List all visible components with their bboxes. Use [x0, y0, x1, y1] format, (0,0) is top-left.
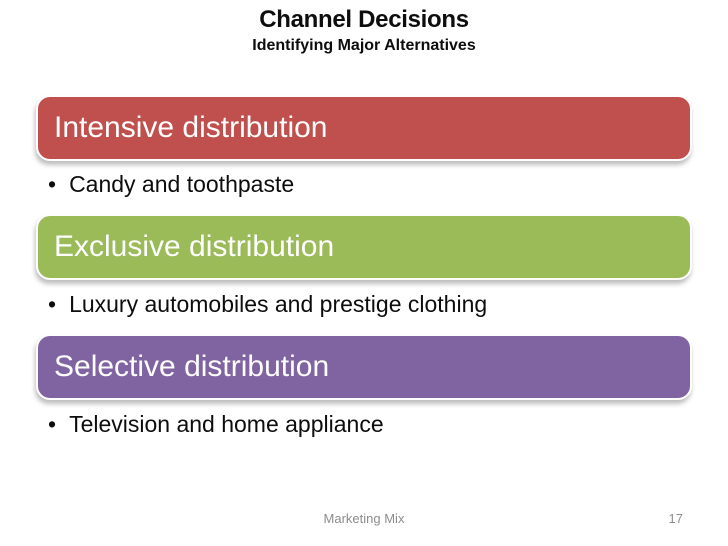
bullet-icon: •	[48, 171, 57, 197]
bullet-item-intensive: • Candy and toothpaste	[48, 171, 294, 197]
banner-selective-distribution-label: Selective distribution	[54, 350, 330, 383]
bullet-item-exclusive: • Luxury automobiles and prestige clothi…	[48, 291, 487, 317]
bullet-icon: •	[48, 291, 57, 317]
banner-intensive-distribution-label: Intensive distribution	[54, 111, 328, 144]
bullet-item-selective-text: Television and home appliance	[69, 411, 384, 437]
bullet-item-exclusive-text: Luxury automobiles and prestige clothing	[69, 291, 488, 317]
banner-selective-distribution: Selective distribution	[36, 334, 692, 400]
slide-subtitle: Identifying Major Alternatives	[252, 37, 476, 54]
footer-title: Marketing Mix	[323, 511, 405, 526]
banner-exclusive-distribution-label: Exclusive distribution	[54, 230, 335, 263]
slide-title: Channel Decisions	[259, 6, 469, 33]
bullet-item-intensive-text: Candy and toothpaste	[69, 171, 295, 197]
page-number: 17	[668, 511, 683, 526]
banner-exclusive-distribution: Exclusive distribution	[36, 214, 692, 280]
banner-intensive-distribution: Intensive distribution	[36, 95, 692, 161]
bullet-icon: •	[48, 411, 57, 437]
bullet-item-selective: • Television and home appliance	[48, 411, 384, 437]
